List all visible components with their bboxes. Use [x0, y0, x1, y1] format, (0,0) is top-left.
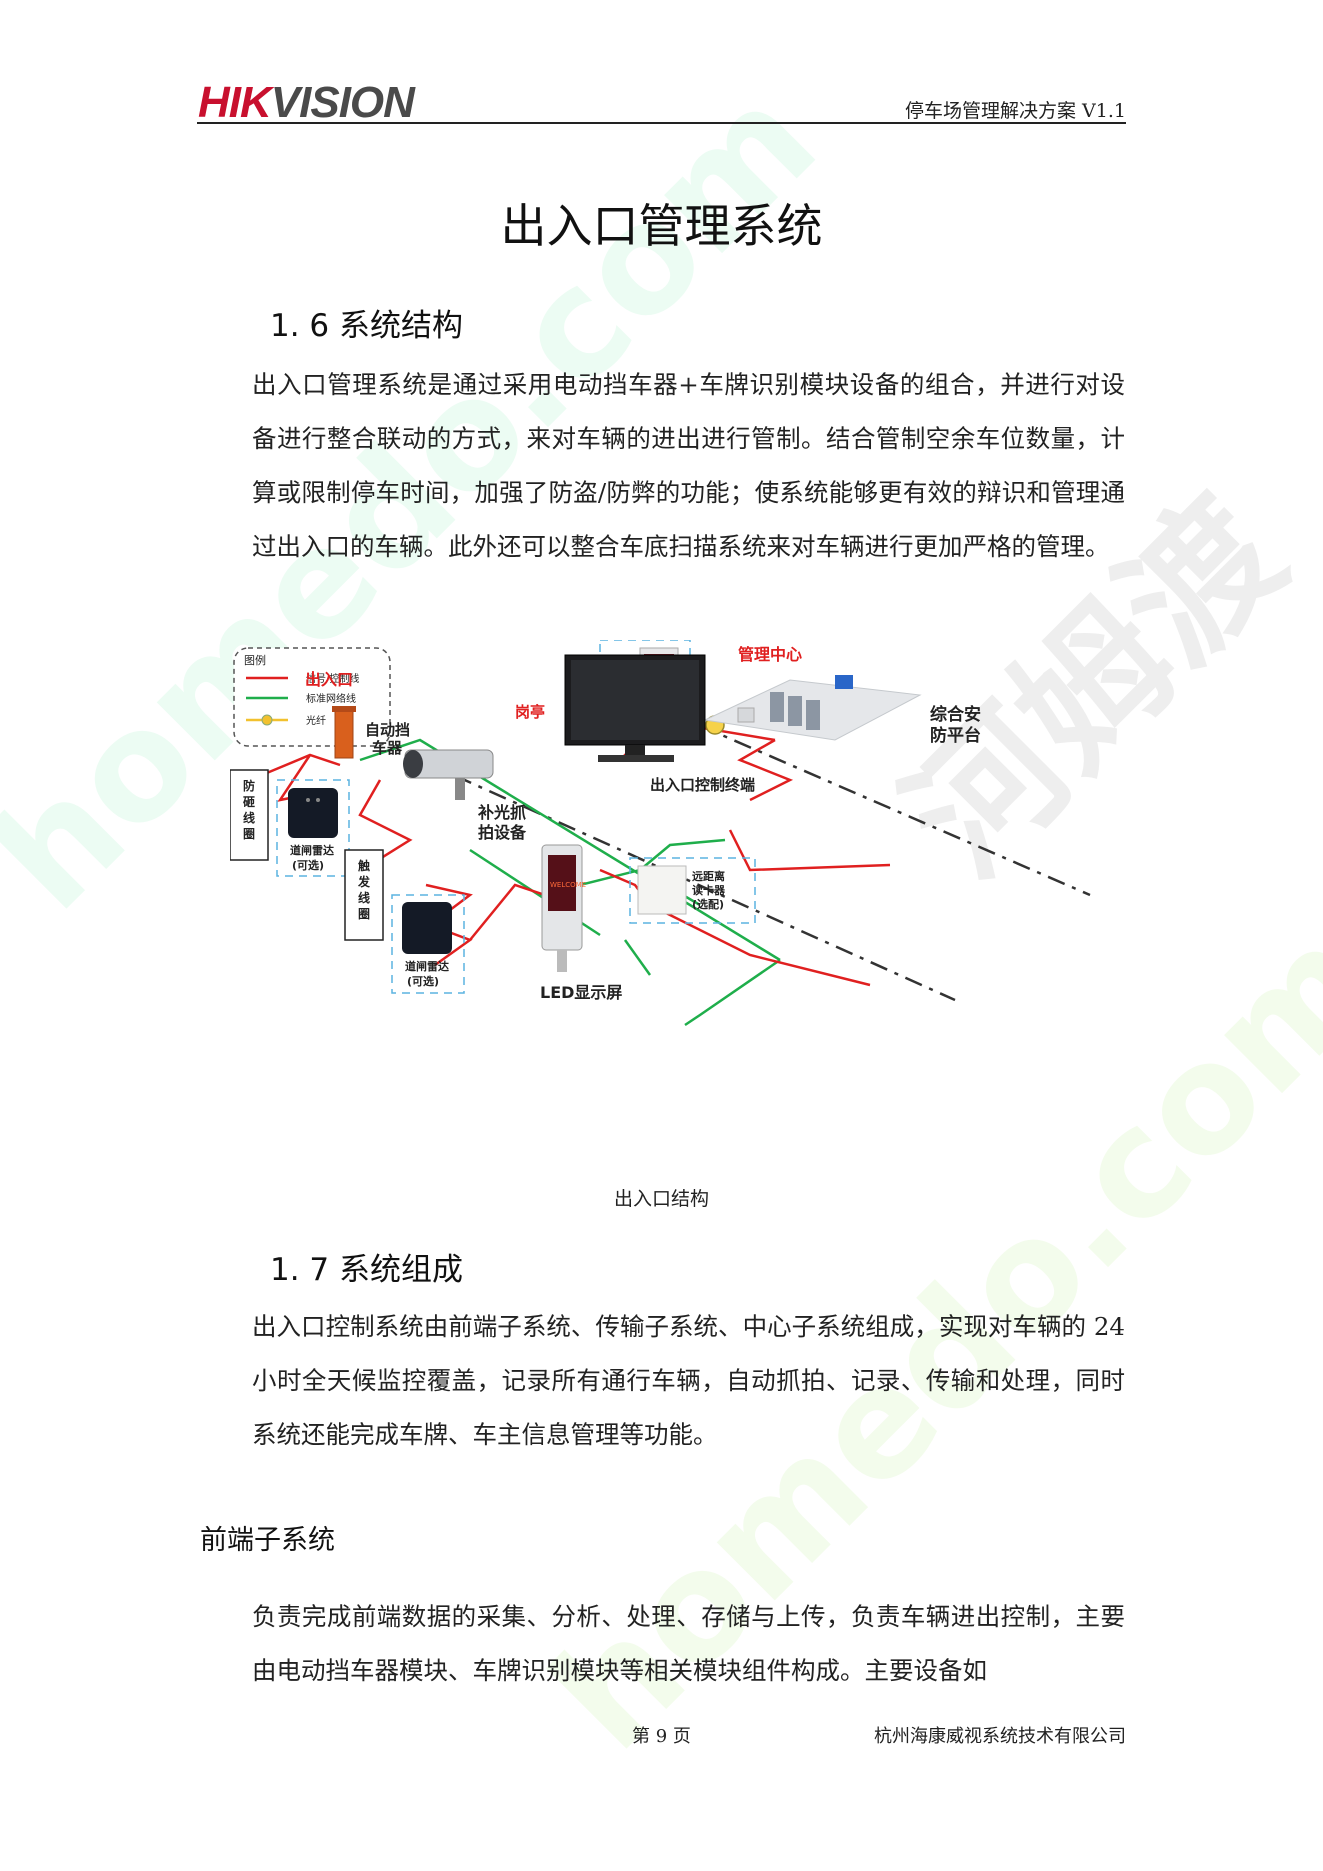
legend-item-network: 标准网络线 [306, 692, 356, 705]
radar-1: 道闸雷达(可选) [276, 779, 350, 877]
svg-text:道闸雷达(可选): 道闸雷达(可选) [405, 959, 449, 988]
subsection-heading-front-end: 前端子系统 [200, 1525, 335, 1556]
barrier-gate-icon [332, 706, 356, 759]
mgmt-center-label: 管理中心 [738, 645, 802, 664]
page-number: 第 9 页 [632, 1726, 691, 1747]
led-display-icon: WELCOME [541, 844, 586, 972]
legend-item-signal: 信号/控制线 [306, 672, 359, 685]
anti-smash-loop-box [230, 769, 269, 861]
legend-title: 图例 [244, 653, 266, 667]
svg-text:道闸雷达(可选): 道闸雷达(可选) [290, 843, 334, 872]
radar-2: 道闸雷达(可选) [391, 894, 465, 994]
header-rule [197, 122, 1126, 124]
hikvision-logo: HIKVISION [198, 78, 415, 127]
company-name: 杭州海康威视系统技术有限公司 [874, 1726, 1126, 1747]
led-display-label: LED显示屏 [540, 983, 622, 1002]
barrier-label: 自动挡车器 [365, 721, 410, 757]
paragraph-text: 出入口控制系统由前端子系统、传输子系统、中心子系统组成，实现对车辆的 24 小时… [252, 1312, 1125, 1449]
control-terminal-label: 出入口控制终端 [650, 776, 755, 794]
entrance-label: 出入口 [305, 670, 353, 689]
section-heading-1-6: 1. 6 系统结构 [270, 308, 464, 344]
figure-caption: 出入口结构 [613, 1188, 709, 1210]
capture-camera-icon [403, 749, 494, 800]
camera-label: 补光抓拍设备 [477, 803, 527, 842]
section-1-7-paragraph: 出入口控制系统由前端子系统、传输子系统、中心子系统组成，实现对车辆的 24 小时… [200, 1300, 1125, 1462]
paragraph-text: 负责完成前端数据的采集、分析、处理、存储与上传，负责车辆进出控制，主要由电动挡车… [252, 1602, 1125, 1685]
front-end-paragraph: 负责完成前端数据的采集、分析、处理、存储与上传，负责车辆进出控制，主要由电动挡车… [200, 1590, 1125, 1698]
svg-text:远距离读卡器(选配): 远距离读卡器(选配) [692, 869, 726, 911]
long-range-reader: 远距离读卡器(选配) [629, 857, 756, 924]
led-welcome-text: WELCOME [550, 881, 586, 889]
platform-servers-icon [703, 675, 922, 741]
document-title: 停车场管理解决方案 V1.1 [905, 100, 1126, 122]
paragraph-text: 出入口管理系统是通过采用电动挡车器+车牌识别模块设备的组合，并进行对设备进行整合… [252, 370, 1125, 561]
trigger-loop-box [344, 849, 384, 941]
control-terminal-monitor-icon [564, 654, 706, 762]
booth-label: 岗亭 [515, 703, 545, 721]
page-title: 出入口管理系统 [500, 199, 823, 253]
entrance-structure-diagram: 图例 信号/控制线 标准网络线 光纤 发卡器(选 [230, 640, 1091, 1027]
trigger-loop-label: 触发线圈 [357, 858, 371, 921]
section-heading-1-7: 1. 7 系统组成 [270, 1252, 464, 1288]
section-1-6-paragraph: 出入口管理系统是通过采用电动挡车器+车牌识别模块设备的组合，并进行对设备进行整合… [200, 358, 1125, 574]
platform-label: 综合安防平台 [930, 704, 981, 746]
anti-smash-loop-label: 防砸线圈 [243, 778, 255, 841]
legend-item-fiber: 光纤 [306, 714, 326, 727]
boundary-line-2 [419, 758, 956, 1002]
